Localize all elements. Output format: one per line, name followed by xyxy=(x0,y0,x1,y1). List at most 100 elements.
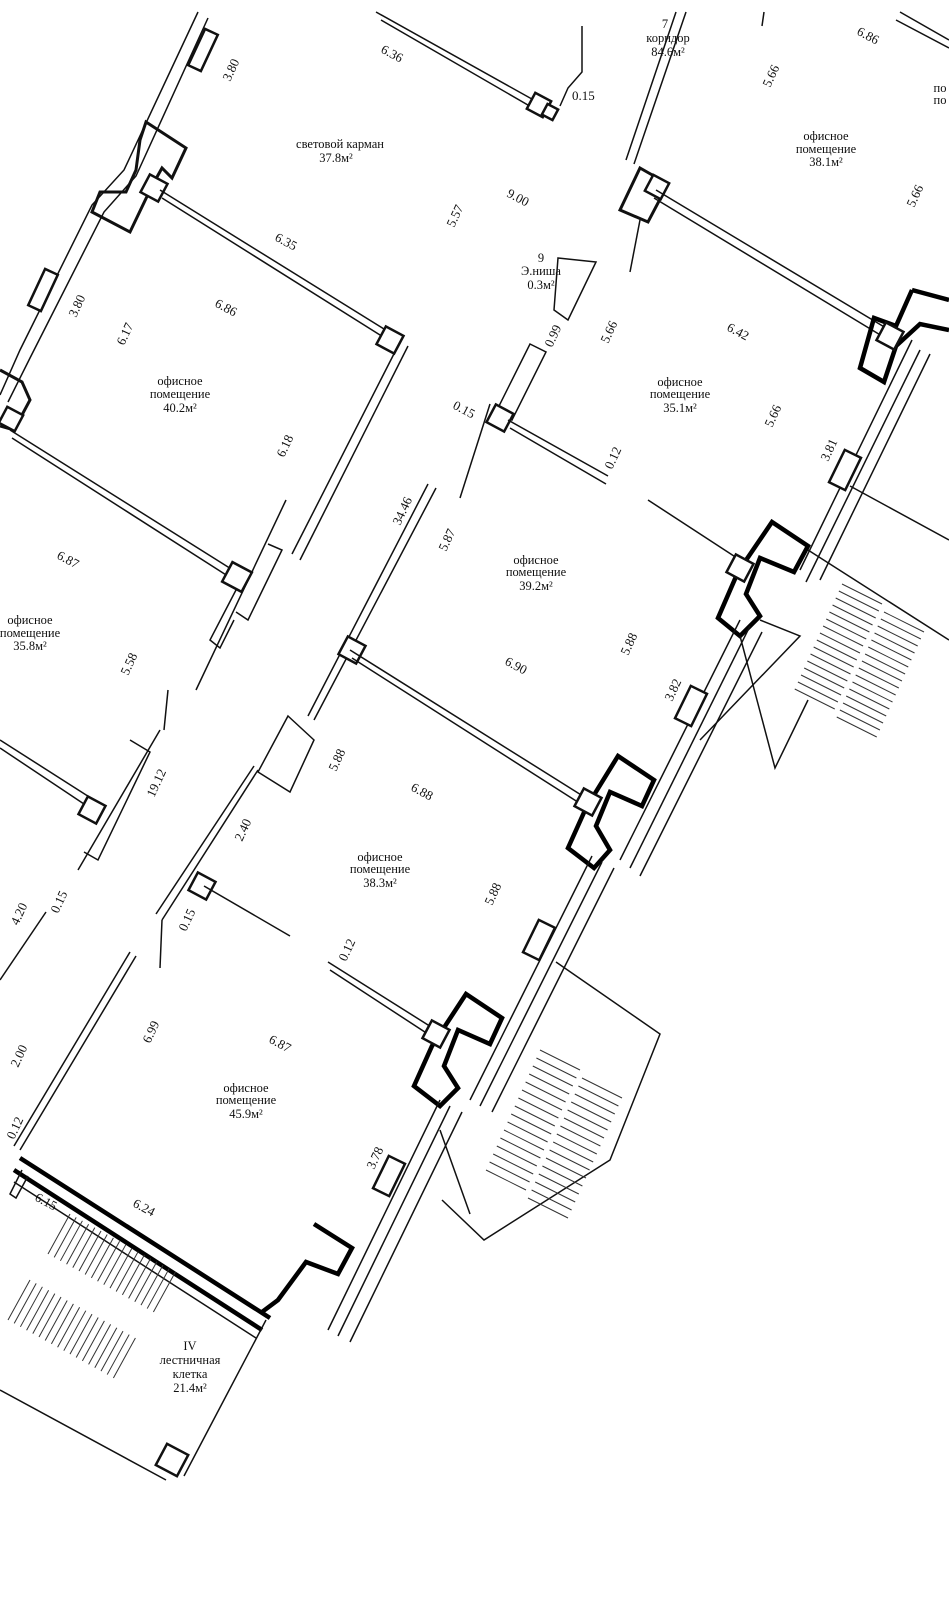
edge-text-2: по xyxy=(934,93,947,107)
stair-tread xyxy=(841,583,883,605)
stair-tread xyxy=(59,1220,83,1262)
outer-wall-left xyxy=(0,11,220,433)
stair-tread xyxy=(97,1241,121,1282)
stair-tread xyxy=(570,1101,612,1123)
stair-tread xyxy=(26,1289,50,1331)
stair-tread xyxy=(797,681,839,703)
room-name-1: офисное xyxy=(223,1081,269,1095)
right-stair-upper xyxy=(699,485,949,771)
stair-tread xyxy=(864,653,906,675)
room-name-2: помещение xyxy=(650,387,711,401)
room-label-office-38-1: офисное помещение 38.1м² xyxy=(796,129,857,169)
stair-tread xyxy=(134,1261,158,1302)
stair-tread xyxy=(532,1065,574,1087)
stair-tread xyxy=(845,695,887,717)
stair-tread xyxy=(822,625,864,647)
room-name-1: офисное xyxy=(513,553,559,567)
stair-tread xyxy=(140,1264,164,1306)
stair-tread xyxy=(57,1307,81,1348)
stair-tread xyxy=(868,646,909,668)
stair-tread xyxy=(94,1327,118,1368)
room-name-1: офисное xyxy=(357,850,403,864)
room-label-office-35-1: офисное помещение 35.1м² xyxy=(650,375,711,415)
room-name-2: помещение xyxy=(150,387,211,401)
room-label-office-45-9: офисное помещение 45.9м² xyxy=(216,1081,277,1121)
stair-tread xyxy=(103,1244,127,1285)
stair-tread xyxy=(507,1121,548,1143)
room-label-corridor-7: 7 коридор 84.6м² xyxy=(646,17,690,59)
room-name-2: помещение xyxy=(506,565,567,579)
room-name-1: лестничная xyxy=(160,1353,221,1367)
room-name-2: клетка xyxy=(173,1367,208,1381)
stair-tread xyxy=(800,674,842,696)
room-area: 35.8м² xyxy=(13,639,47,653)
stair-tread xyxy=(819,632,861,654)
stair-tread xyxy=(883,611,925,633)
stair-tread xyxy=(542,1165,583,1187)
left-stair xyxy=(0,1156,272,1481)
stair-tread xyxy=(81,1320,105,1362)
center-walls xyxy=(0,257,741,1151)
stair-tread xyxy=(7,1279,31,1321)
stair-tread xyxy=(88,1324,112,1365)
stair-tread xyxy=(829,611,870,633)
stair-tread xyxy=(528,1073,570,1095)
stair-tread xyxy=(816,639,858,661)
stair-tread xyxy=(545,1157,587,1179)
stair-tread xyxy=(112,1337,136,1379)
stair-tread xyxy=(489,1161,530,1183)
stair-tread xyxy=(858,667,900,689)
stair-tread xyxy=(880,618,922,640)
stair-tread xyxy=(842,702,884,724)
stair-tread xyxy=(534,1181,576,1203)
stair-tread xyxy=(852,681,893,703)
stair-tread xyxy=(877,625,918,647)
stair-tread xyxy=(563,1117,605,1139)
stair-tread xyxy=(84,1234,108,1275)
room-label-niche-9: 9 Э.ниша 0.3м² xyxy=(521,251,561,292)
room-name-1: офисное xyxy=(803,129,849,143)
stair-tread xyxy=(549,1149,590,1171)
stair-tread xyxy=(874,632,915,654)
room-name-2: помещение xyxy=(350,862,411,876)
stair-tread xyxy=(72,1227,96,1268)
room-area: 38.1м² xyxy=(809,155,843,169)
right-facade xyxy=(260,11,949,1343)
stair-tread xyxy=(861,660,903,682)
stair-tread xyxy=(813,646,854,668)
stair-tread xyxy=(44,1300,68,1341)
stair-tread xyxy=(536,1057,577,1079)
room-name-2: помещение xyxy=(0,626,61,640)
room-area: 40.2м² xyxy=(163,401,197,415)
stair-tread xyxy=(803,667,845,689)
stair-tread xyxy=(106,1334,130,1375)
stair-tread xyxy=(90,1237,114,1279)
stair-tread xyxy=(146,1268,170,1309)
stair-tread xyxy=(567,1109,608,1131)
stair-tread xyxy=(810,653,851,675)
room-area: 39.2м² xyxy=(519,579,553,593)
stair-tread xyxy=(50,1303,74,1345)
svg-text:7: 7 xyxy=(662,17,668,31)
room-label-office-38-3: офисное помещение 38.3м² xyxy=(350,850,411,890)
stair-tread xyxy=(839,709,881,731)
stair-tread xyxy=(521,1089,563,1111)
stair-tread xyxy=(835,597,876,619)
stair-tread xyxy=(871,639,912,661)
room-name-1: офисное xyxy=(657,375,703,389)
stair-tread xyxy=(496,1145,538,1167)
stair-tread xyxy=(75,1317,99,1358)
room-name-1: офисное xyxy=(157,374,203,388)
stair-tread xyxy=(19,1286,43,1328)
stair-tread xyxy=(100,1330,124,1372)
stair-tread xyxy=(578,1085,619,1107)
stair-tread xyxy=(574,1093,616,1115)
stair-tread xyxy=(63,1310,87,1351)
stair-tread xyxy=(538,1173,580,1195)
room-name-1: офисное xyxy=(7,613,53,627)
stair-tread xyxy=(518,1097,559,1119)
room-area: 38.3м² xyxy=(363,876,397,890)
stair-tread xyxy=(121,1254,145,1296)
stair-tread xyxy=(849,688,890,710)
